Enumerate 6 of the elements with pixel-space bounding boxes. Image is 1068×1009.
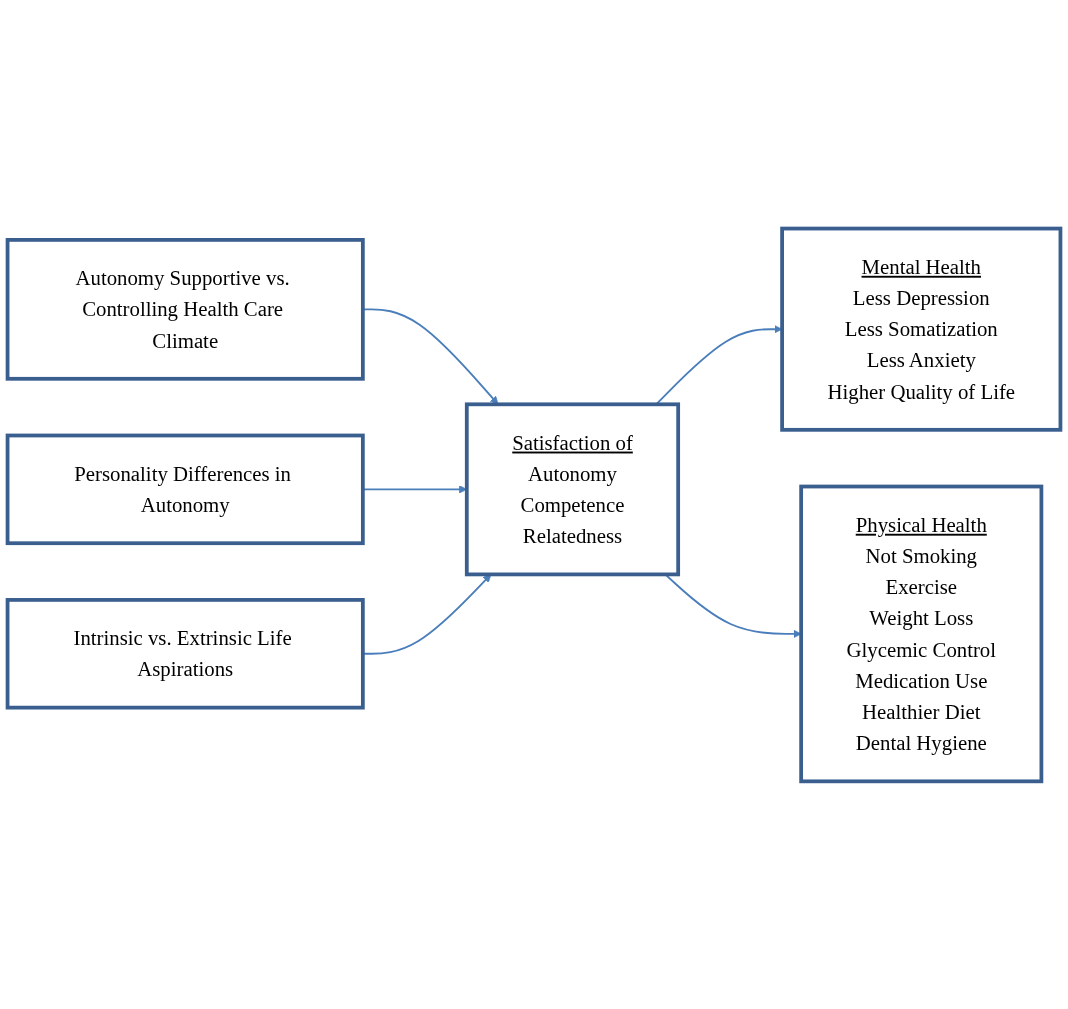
node-box: Intrinsic vs. Extrinsic Life Aspirations — [5, 597, 365, 710]
node-box: Mental Health Less Depression Less Somatization Less Anxiety Higher Quality of Life — [780, 226, 1063, 432]
node-box: Autonomy Supportive vs. Controlling Health Care Climate — [5, 237, 365, 381]
node-box: Physical Health Not Smoking Exercise Weight Loss Glycemic Control Medication Use Healthier Diet Dental Hygiene — [799, 484, 1044, 783]
node-box: Satisfaction of Autonomy Competence Relatedness — [464, 401, 681, 576]
node-box: Personality Differences in Autonomy — [5, 433, 365, 545]
